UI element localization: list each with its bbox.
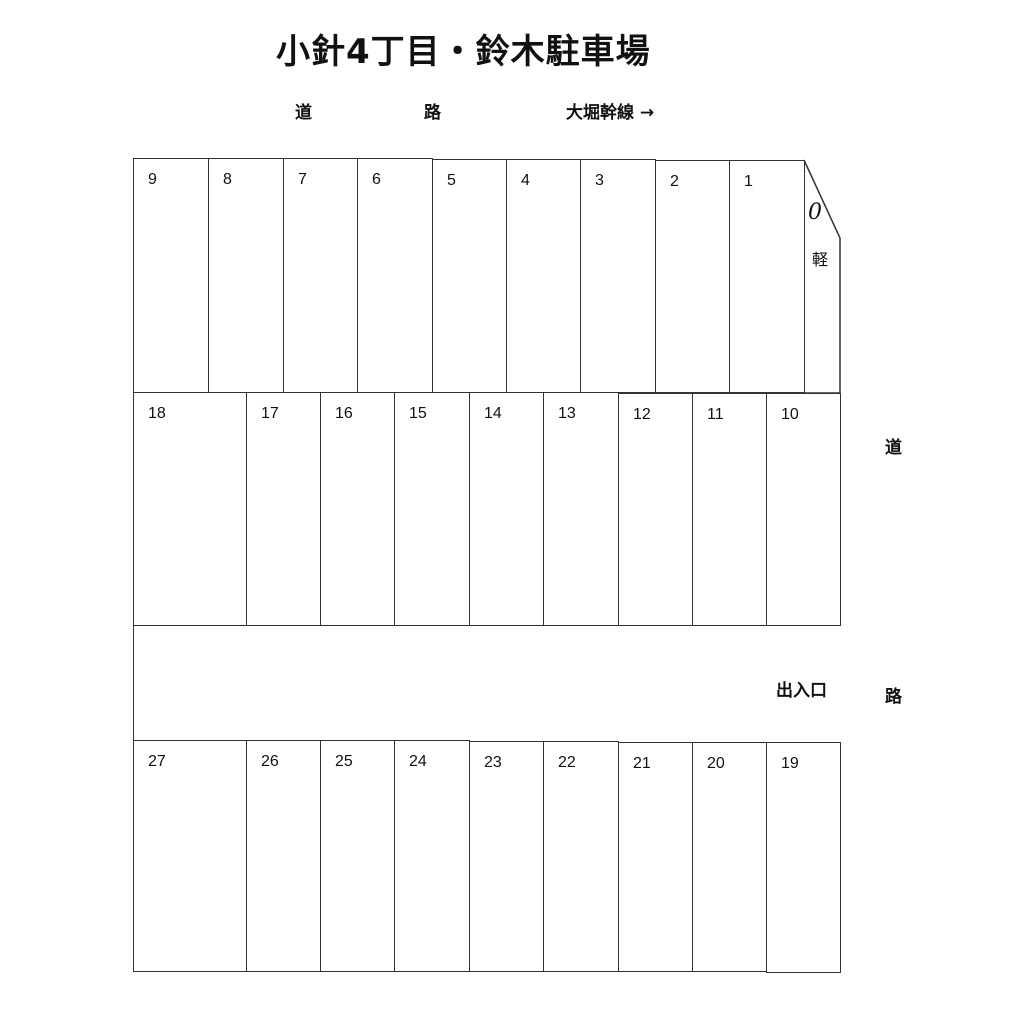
slot-number: 11: [707, 406, 724, 423]
parking-slot-5[interactable]: 5: [432, 159, 507, 393]
parking-slot-15[interactable]: 15: [394, 392, 470, 626]
slot-number: 1: [744, 173, 753, 190]
road-label-top-right: 大堀幹線 →: [566, 103, 655, 123]
slot-number: 15: [409, 405, 427, 422]
parking-slot-1[interactable]: 1: [729, 160, 805, 393]
slot-number: 8: [223, 171, 232, 188]
aisle-boundary: [133, 626, 135, 741]
parking-slot-10[interactable]: 10: [766, 393, 841, 626]
parking-slot-20[interactable]: 20: [692, 742, 767, 972]
slot-number: 2: [670, 173, 679, 190]
road-label-right-bottom: 路: [885, 687, 902, 707]
parking-slot-22[interactable]: 22: [543, 741, 619, 972]
slot-number: 22: [558, 754, 576, 771]
parking-slot-3[interactable]: 3: [580, 159, 656, 393]
slot-number: 13: [558, 405, 576, 422]
parking-slot-12[interactable]: 12: [618, 393, 693, 626]
parking-slot-11[interactable]: 11: [692, 393, 767, 626]
slot-number: 10: [781, 406, 799, 423]
slot-number: 7: [298, 171, 307, 188]
parking-slot-14[interactable]: 14: [469, 392, 544, 626]
parking-slot-9[interactable]: 9: [133, 158, 209, 393]
parking-slot-2[interactable]: 2: [655, 160, 730, 393]
entrance-label: 出入口: [776, 681, 827, 701]
road-label-top-mid: 路: [424, 103, 441, 123]
slot-number: 21: [633, 755, 651, 772]
parking-slot-7[interactable]: 7: [283, 158, 358, 393]
parking-slot-4[interactable]: 4: [506, 159, 581, 393]
parking-slot-21[interactable]: 21: [618, 742, 693, 972]
slot-number: 25: [335, 753, 353, 770]
slot-number: 5: [447, 172, 456, 189]
slot-number: 3: [595, 172, 604, 189]
parking-slot-23[interactable]: 23: [469, 741, 544, 972]
slot-number: 16: [335, 405, 353, 422]
slot-number: 9: [148, 171, 157, 188]
slot-number: 23: [484, 754, 502, 771]
parking-slot-17[interactable]: 17: [246, 392, 321, 626]
slot-number: 6: [372, 171, 381, 188]
parking-slot-16[interactable]: 16: [320, 392, 395, 626]
parking-slot-26[interactable]: 26: [246, 740, 321, 972]
parking-slot-27[interactable]: 27: [133, 740, 247, 972]
slot-number: 18: [148, 405, 166, 422]
page-title: 小針4丁目・鈴木駐車場: [276, 32, 651, 72]
parking-slot-24[interactable]: 24: [394, 740, 470, 972]
slot-number: 24: [409, 753, 427, 770]
parking-slot-13[interactable]: 13: [543, 392, 619, 626]
parking-slot-8[interactable]: 8: [208, 158, 284, 393]
slot-number-0: 0: [808, 200, 822, 225]
slot-number: 4: [521, 172, 530, 189]
parking-slot-25[interactable]: 25: [320, 740, 395, 972]
slot-number: 20: [707, 755, 725, 772]
slot-number: 14: [484, 405, 502, 422]
road-label-right-top: 道: [885, 438, 902, 458]
kei-car-label: 軽: [812, 250, 829, 269]
parking-slot-18[interactable]: 18: [133, 392, 247, 626]
slot-number: 19: [781, 755, 799, 772]
road-label-top-left: 道: [295, 103, 312, 123]
slot-number: 26: [261, 753, 279, 770]
slot-number: 17: [261, 405, 279, 422]
slot-number: 12: [633, 406, 651, 423]
parking-slot-19[interactable]: 19: [766, 742, 841, 973]
parking-slot-6[interactable]: 6: [357, 158, 433, 393]
slot-number: 27: [148, 753, 166, 770]
